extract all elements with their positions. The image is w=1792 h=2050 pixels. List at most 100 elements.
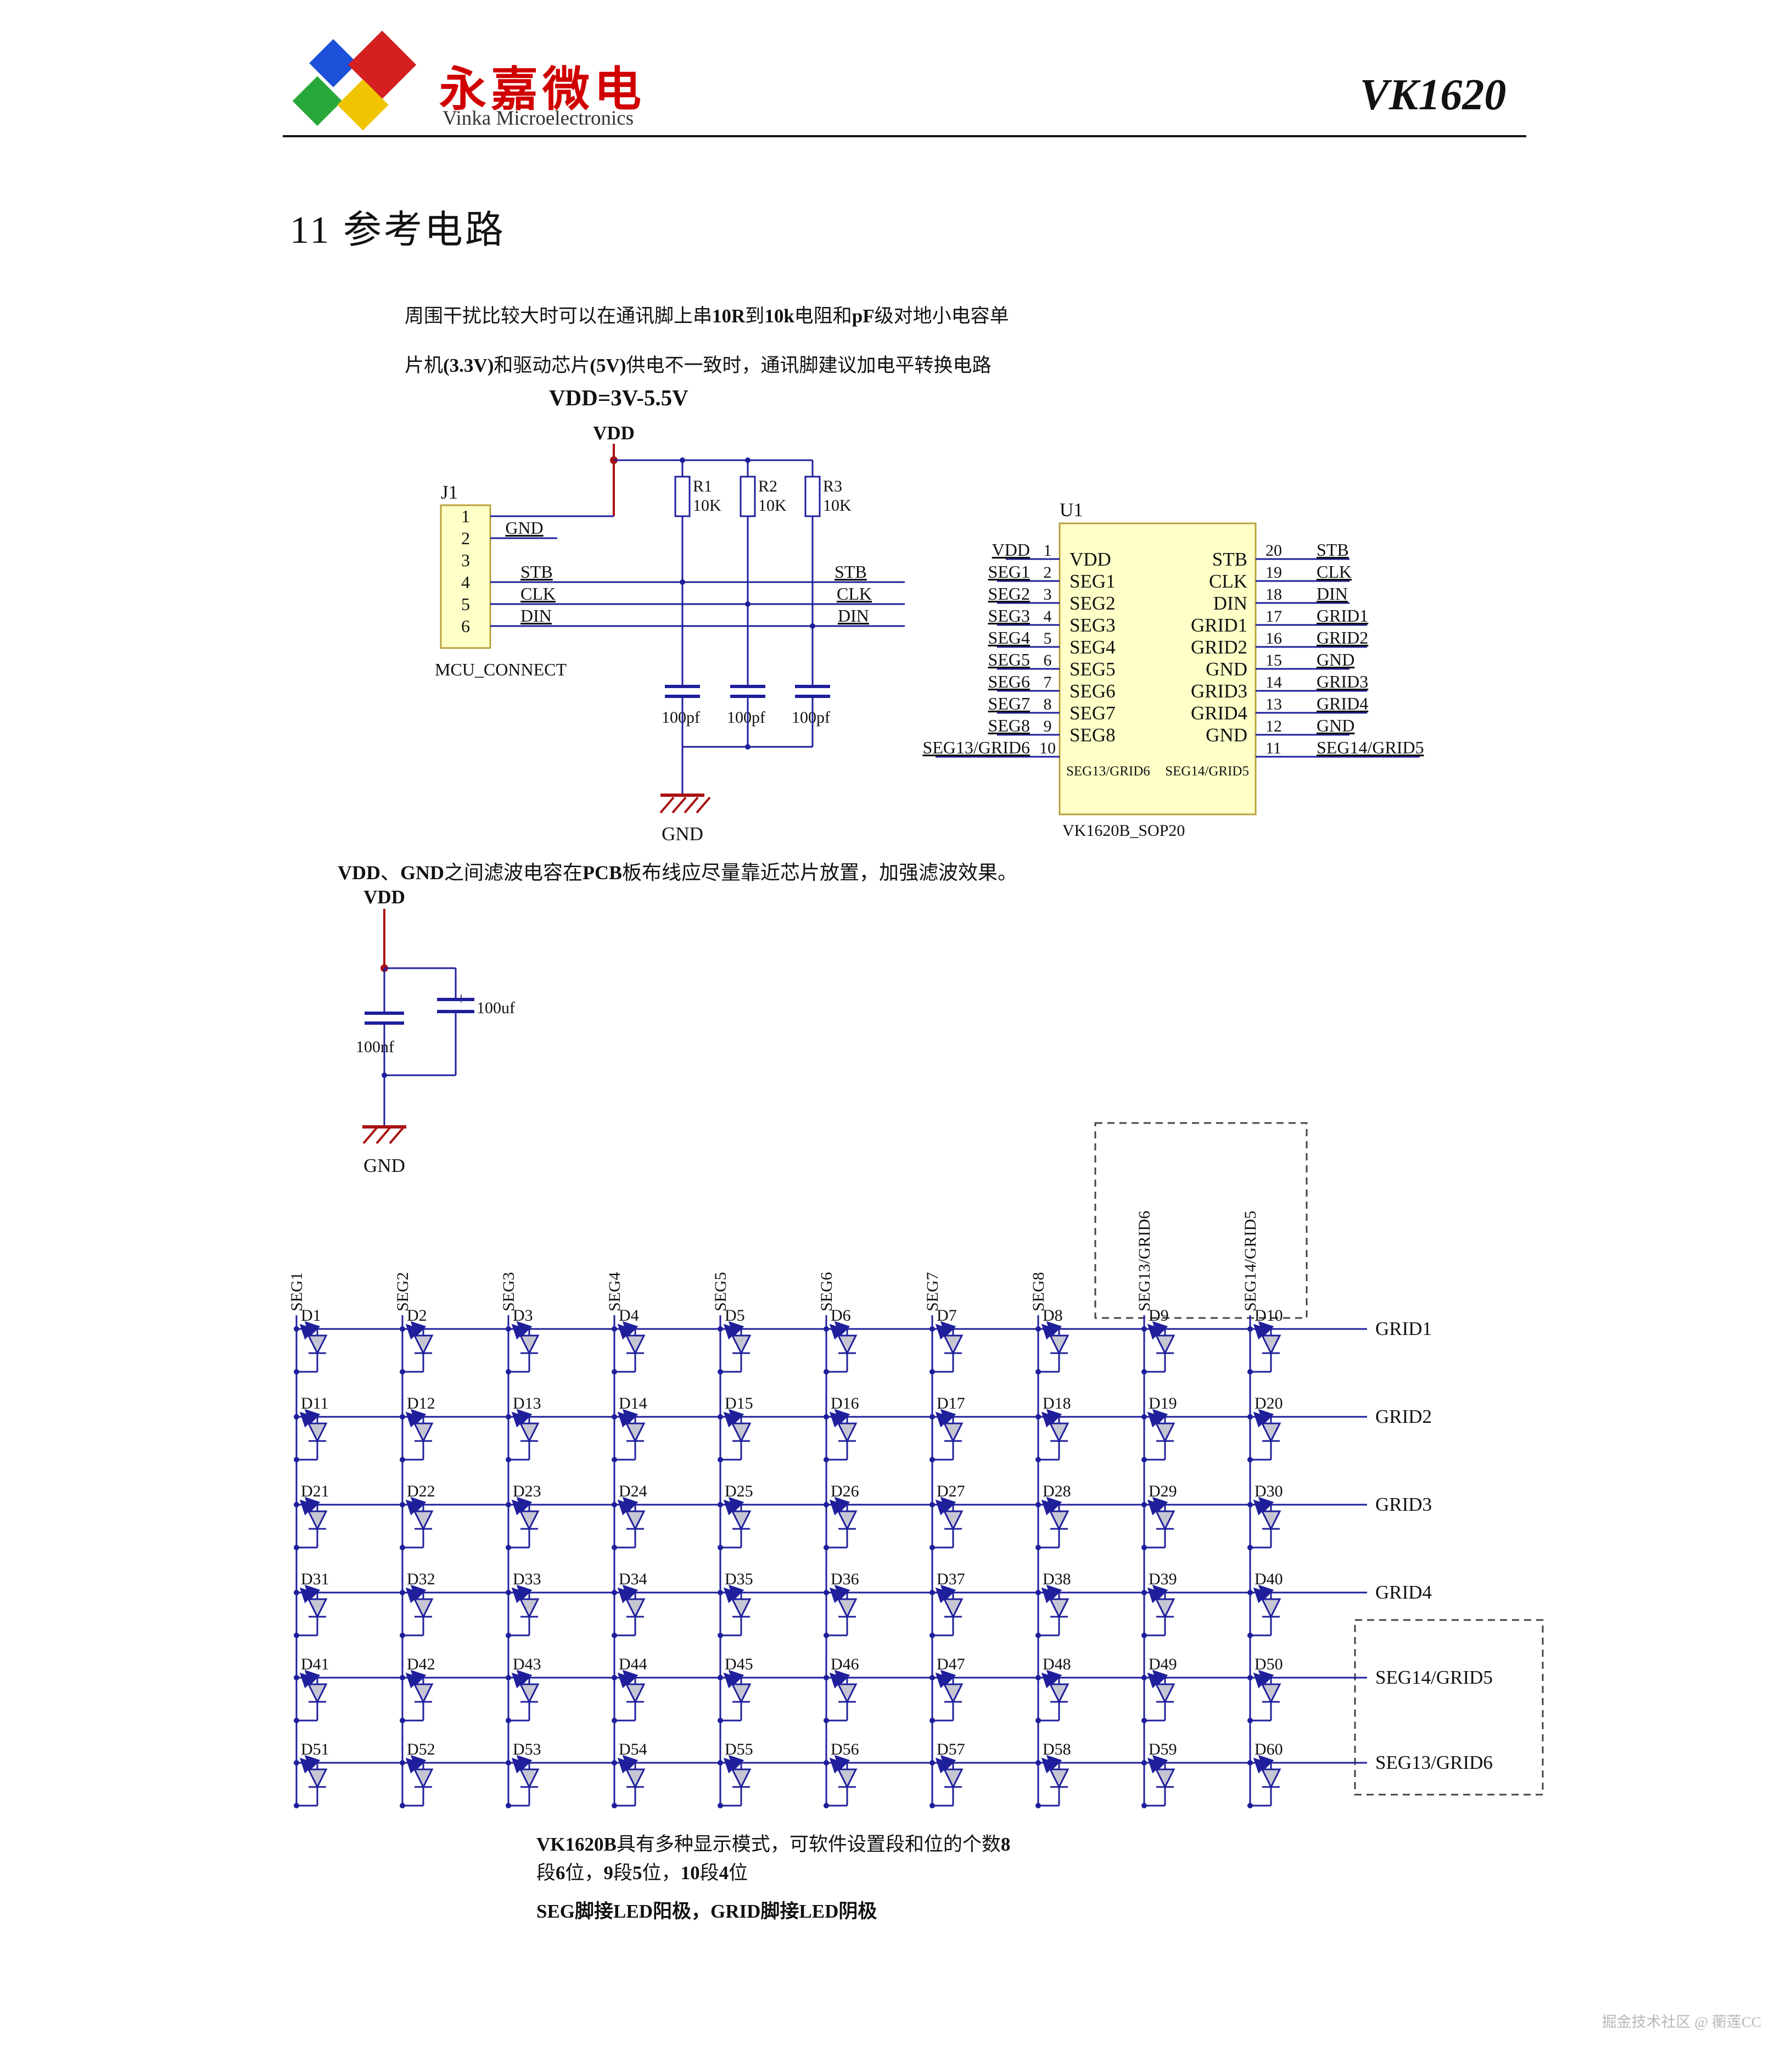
led-diode-icon: [519, 1598, 540, 1619]
junction-dot: [612, 1590, 617, 1595]
wire: [684, 796, 699, 814]
junction-dot: [1035, 1718, 1041, 1723]
led-arrow-icon: [935, 1587, 951, 1604]
led-arrow-icon: [405, 1411, 422, 1428]
led-arrow-icon: [299, 1411, 316, 1428]
led-diode-icon: [1155, 1683, 1175, 1704]
j1-pin-number: 6: [461, 616, 470, 636]
led-diode-icon: [943, 1510, 964, 1531]
led-arrow-icon: [299, 1757, 316, 1774]
section-title: 11 参考电路: [290, 209, 506, 252]
led-arrow-icon: [511, 1672, 528, 1689]
diode-label: D28: [1043, 1482, 1071, 1500]
c100nf-val: 100nf: [356, 1038, 394, 1056]
led-diode-icon: [1261, 1422, 1281, 1443]
led-diode-icon: [519, 1422, 540, 1443]
junction-dot: [400, 1590, 405, 1595]
diode-label: D36: [831, 1570, 859, 1588]
junction-dot: [929, 1718, 935, 1723]
junction-dot: [294, 1545, 299, 1550]
led-arrow-icon: [940, 1669, 956, 1686]
led-arrow-icon: [1041, 1757, 1057, 1774]
junction-dot: [929, 1675, 935, 1680]
matrix-col-label: SEG4: [606, 1272, 624, 1311]
text: 位，: [642, 1862, 681, 1884]
junction-dot: [929, 1457, 935, 1462]
led-arrow-icon: [829, 1672, 845, 1689]
matrix-col-label: SEG7: [923, 1272, 942, 1311]
junction-dot: [506, 1369, 511, 1375]
junction-dot: [294, 1369, 299, 1375]
junction-dot: [1035, 1414, 1041, 1420]
junction-dot: [612, 1369, 617, 1375]
led-arrow-icon: [1046, 1669, 1062, 1686]
u1-right-pin-name: STB: [1212, 549, 1247, 570]
junction-dot: [824, 1502, 829, 1507]
header-rule: [283, 135, 1526, 137]
j1-pin-number: 1: [461, 506, 470, 526]
matrix-col-label: SEG5: [712, 1272, 730, 1311]
led-arrow-icon: [1046, 1409, 1062, 1425]
led-arrow-icon: [1147, 1323, 1163, 1340]
junction-dot: [1247, 1457, 1253, 1462]
diode-label: D11: [301, 1394, 329, 1412]
junction-dot: [400, 1803, 405, 1808]
u1-right-pin-name: GRID3: [1191, 680, 1247, 702]
junction-dot: [1035, 1369, 1041, 1375]
led-arrow-icon: [622, 1409, 639, 1425]
junction-dot: [718, 1675, 723, 1680]
junction-dot: [1035, 1457, 1041, 1462]
diode-label: D6: [831, 1306, 851, 1325]
junction-dot: [929, 1633, 935, 1638]
vdd-net-label: VDD: [593, 422, 635, 444]
text: 段: [699, 1862, 719, 1884]
clk-net-label: CLK: [520, 584, 556, 604]
u1-right-pin-name: GND: [1206, 658, 1247, 680]
u1-right-pin-number: 14: [1265, 673, 1282, 691]
junction-dot: [1247, 1760, 1253, 1766]
u1-left-pin-name: SEG4: [1069, 636, 1116, 658]
led-arrow-icon: [1152, 1496, 1168, 1513]
junction-dot: [506, 1502, 511, 1507]
led-arrow-icon: [834, 1755, 850, 1771]
diode-label: D13: [513, 1394, 541, 1412]
vdd-range-note: VDD=3V-5.5V: [549, 385, 688, 410]
led-diode-icon: [1049, 1510, 1069, 1531]
bold-text: GND: [400, 862, 445, 884]
bold-text: VDD: [338, 862, 380, 884]
led-diode-icon: [943, 1422, 964, 1443]
note-line-2: 段6位，9段5位，10段4位: [536, 1857, 748, 1885]
junction-dot: [1141, 1590, 1147, 1595]
diode-label: D5: [725, 1306, 745, 1325]
junction-dot: [1141, 1457, 1147, 1462]
u1-left-pin-name: SEG3: [1069, 615, 1116, 636]
led-diode-icon: [625, 1334, 646, 1355]
junction-dot: [294, 1414, 299, 1420]
led-diode-icon: [307, 1683, 328, 1704]
led-diode-icon: [837, 1334, 858, 1355]
diode-label: D58: [1043, 1740, 1071, 1758]
led-arrow-icon: [617, 1757, 634, 1774]
j1-ref: J1: [441, 482, 458, 503]
led-arrow-icon: [1046, 1321, 1062, 1337]
led-diode-icon: [1155, 1334, 1175, 1355]
u1-left-net-label: SEG7: [988, 694, 1030, 713]
led-arrow-icon: [617, 1323, 634, 1340]
led-arrow-icon: [622, 1321, 639, 1337]
diode-label: D26: [831, 1482, 859, 1500]
r2-val: 10K: [758, 496, 787, 515]
junction-dot: [1247, 1633, 1253, 1638]
u1-left-pin-number: 8: [1044, 695, 1052, 713]
matrix-grid-label: SEG14/GRID5: [1375, 1667, 1493, 1688]
led-diode-icon: [1049, 1598, 1069, 1619]
matrix-grid-label: SEG13/GRID6: [1375, 1752, 1493, 1773]
led-diode-icon: [519, 1334, 540, 1355]
diode-label: D52: [407, 1740, 435, 1758]
bold-text: 9: [603, 1862, 614, 1884]
u1-chip-body: [1059, 522, 1257, 815]
junction-dot: [506, 1414, 511, 1420]
led-arrow-icon: [723, 1499, 740, 1516]
led-diode-icon: [731, 1598, 752, 1619]
text: 和驱动芯片: [494, 355, 590, 376]
text: 片机: [405, 355, 444, 376]
